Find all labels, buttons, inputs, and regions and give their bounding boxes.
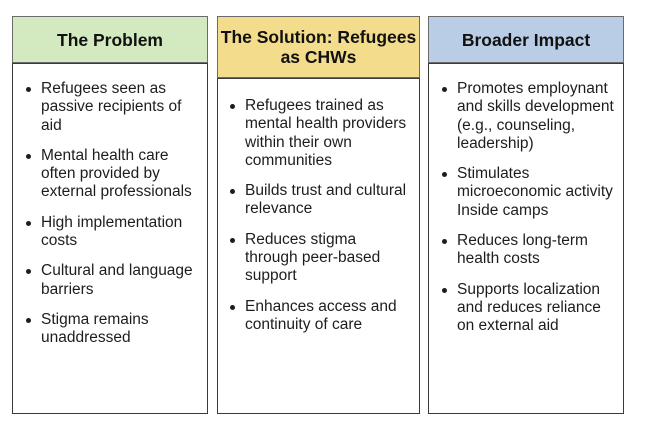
solution-item: Enhances access and continuity of care	[227, 298, 411, 335]
problem-item: Cultural and language barriers	[23, 262, 199, 299]
impact-item: Promotes employnant and skills developme…	[439, 80, 615, 153]
bullet-icon	[26, 269, 31, 275]
bullet-icon	[230, 189, 235, 195]
bullet-icon	[442, 172, 447, 178]
solution-item: Refugees trained as mental health provid…	[227, 97, 411, 170]
impact-item-text: Supports localization and reduces relian…	[457, 280, 601, 335]
problem-item-text: Cultural and language barriers	[41, 262, 193, 298]
problem-item: Mental health care often provided by ext…	[23, 147, 199, 202]
problem-item-text: Stigma remains unaddressed	[41, 310, 149, 347]
impact-item: Supports localization and reduces relian…	[439, 281, 615, 336]
bullet-icon	[26, 153, 31, 159]
bullet-icon	[26, 220, 31, 226]
impact-body: Promotes employnant and skills developme…	[428, 63, 624, 414]
problem-column: The Problem Refugees seen as passive rec…	[12, 16, 208, 414]
problem-header: The Problem	[12, 16, 208, 63]
problem-item: Stigma remains unaddressed	[23, 311, 199, 348]
bullet-icon	[442, 239, 447, 245]
impact-column: Broader Impact Promotes employnant and s…	[428, 16, 624, 414]
solution-item-text: Builds trust and cultural relevance	[245, 182, 407, 218]
bullet-icon	[230, 237, 235, 243]
bullet-icon	[26, 317, 31, 323]
problem-item-text: Mental health care often provided by ext…	[41, 146, 192, 201]
solution-column: The Solution: Refugees as CHWs Refugees …	[217, 16, 420, 414]
problem-item-text: Refugees seen as passive recipients of a…	[41, 80, 182, 134]
solution-list: Refugees trained as mental health provid…	[227, 97, 411, 334]
problem-body: Refugees seen as passive recipients of a…	[12, 63, 208, 414]
impact-item-text: Stimulates microeconomic activity Inside…	[457, 165, 613, 219]
solution-item-text: Reduces stigma through peer-based suppor…	[245, 230, 381, 285]
impact-item-text: Promotes employnant and skills developme…	[457, 80, 614, 152]
impact-list: Promotes employnant and skills developme…	[439, 80, 615, 336]
solution-item-text: Refugees trained as mental health provid…	[245, 97, 407, 169]
bullet-icon	[26, 87, 31, 92]
solution-item: Builds trust and cultural relevance	[227, 182, 411, 219]
problem-list: Refugees seen as passive recipients of a…	[23, 80, 199, 348]
solution-item-text: Enhances access and continuity of care	[245, 297, 397, 333]
solution-header: The Solution: Refugees as CHWs	[217, 16, 420, 78]
bullet-icon	[230, 104, 235, 109]
problem-item-text: High implementation costs	[41, 213, 183, 250]
impact-item: Reduces long-term health costs	[439, 232, 615, 269]
problem-item: High implementation costs	[23, 214, 199, 251]
bullet-icon	[442, 87, 447, 92]
solution-body: Refugees trained as mental health provid…	[217, 78, 420, 414]
problem-item: Refugees seen as passive recipients of a…	[23, 80, 199, 135]
impact-header: Broader Impact	[428, 16, 624, 63]
bullet-icon	[230, 304, 235, 310]
impact-item: Stimulates microeconomic activity Inside…	[439, 165, 615, 220]
solution-item: Reduces stigma through peer-based suppor…	[227, 231, 411, 286]
bullet-icon	[442, 287, 447, 293]
impact-item-text: Reduces long-term health costs	[457, 232, 588, 268]
